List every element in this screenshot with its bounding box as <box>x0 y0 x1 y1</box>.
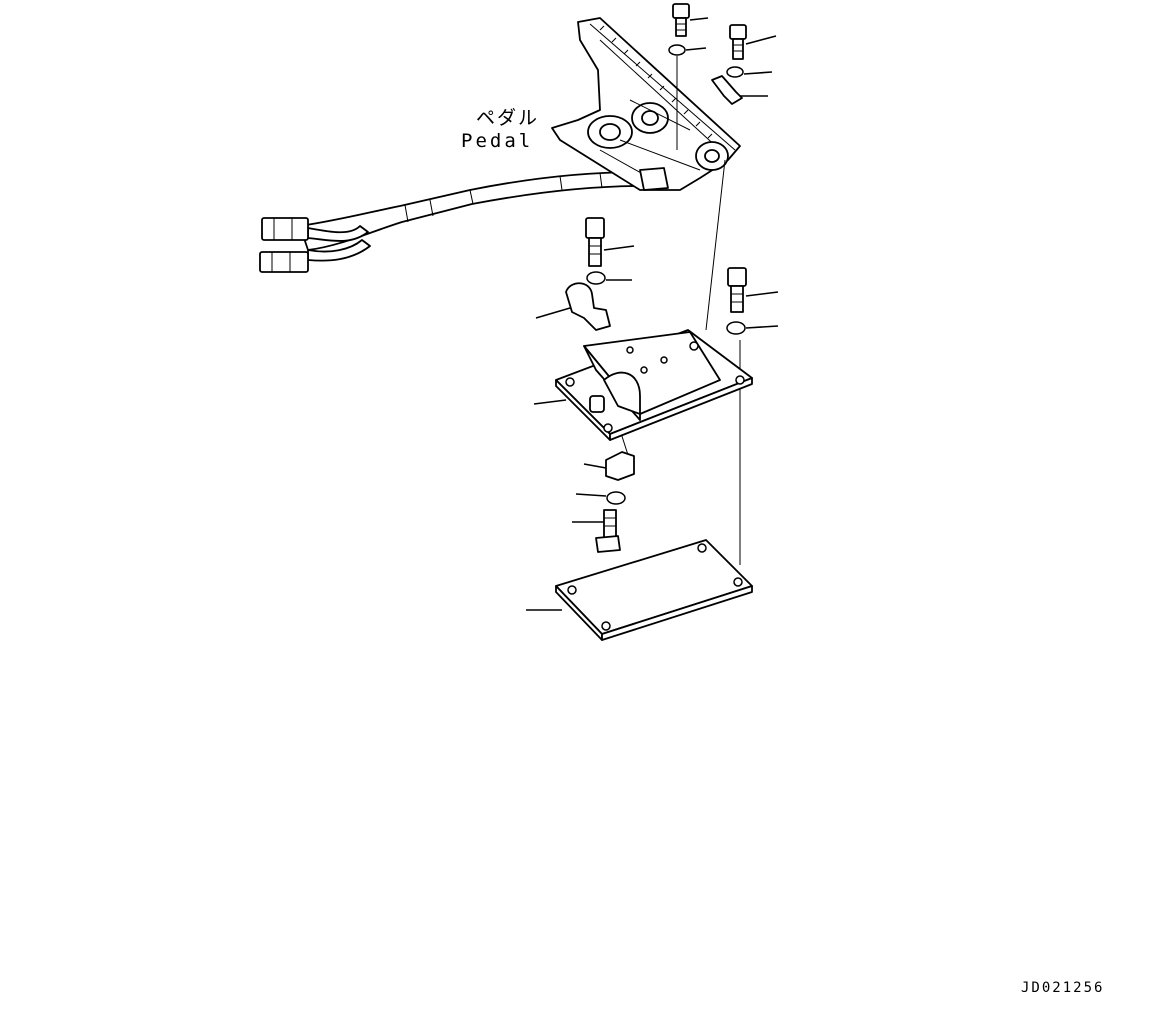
washer-middle-1 <box>586 271 606 285</box>
washer-top-1 <box>668 44 686 56</box>
bolt-top-1 <box>672 3 690 37</box>
bolt-middle-2 <box>727 267 747 313</box>
document-id: JD021256 <box>1021 980 1105 996</box>
pedal-label-english: Pedal <box>461 130 534 152</box>
connector-lower <box>259 251 309 273</box>
pedal-assembly <box>551 17 741 191</box>
washer-top-2 <box>726 66 744 78</box>
spacer-block <box>605 451 635 481</box>
washer-lower <box>606 491 626 505</box>
pedal-label-japanese: ペダル <box>476 107 540 129</box>
clip-top <box>711 75 743 105</box>
bolt-top-2 <box>729 24 747 60</box>
connector-upper <box>261 217 309 241</box>
pedal-bracket <box>555 329 753 441</box>
bolt-lower <box>595 509 621 553</box>
bolt-middle-1 <box>585 217 605 267</box>
bottom-plate <box>555 539 753 641</box>
washer-middle-2 <box>726 321 746 335</box>
cable-clamp <box>565 282 611 331</box>
